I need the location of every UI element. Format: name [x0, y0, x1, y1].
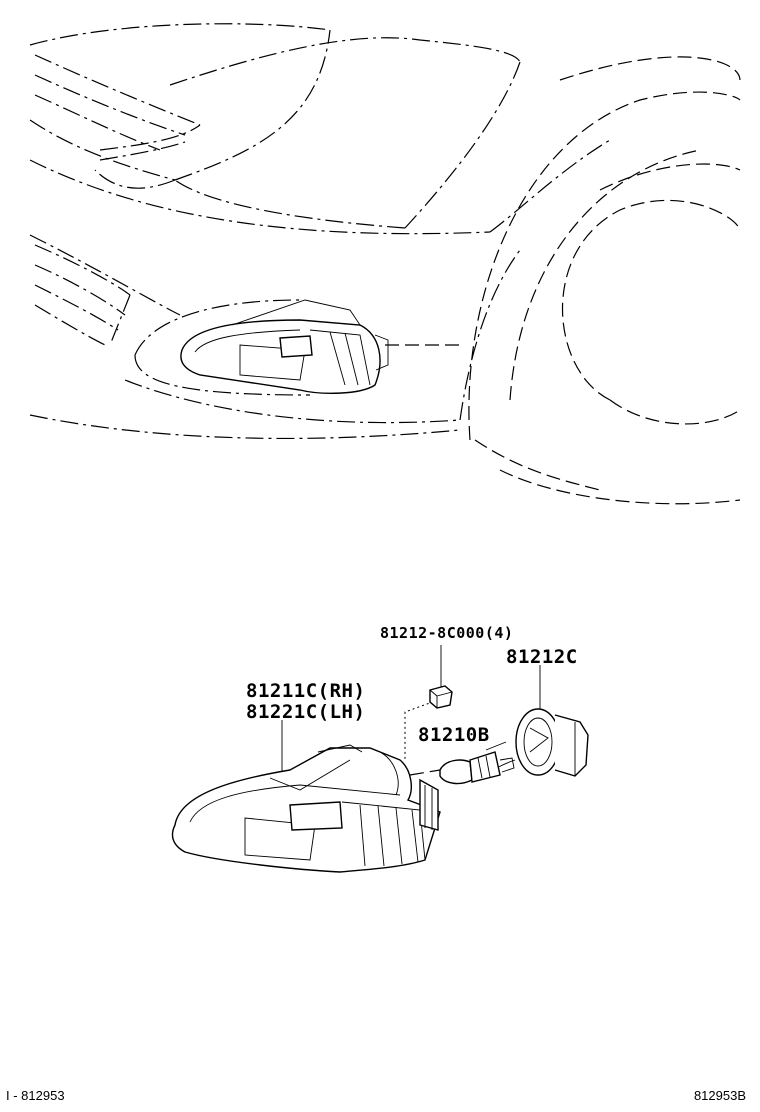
bulb-part [439, 751, 515, 785]
leader-lines [281, 645, 541, 780]
bolt-part [429, 685, 453, 709]
socket-part [489, 708, 589, 777]
diagram-id-left: I - 812953 [6, 1088, 65, 1103]
bulb-part-number: 81210B [418, 724, 490, 746]
bolt-part-number: 81212-8C000(4) [380, 624, 514, 642]
installed-fog-lamp [180, 299, 460, 394]
socket-part-number: 81212C [506, 646, 578, 668]
lamp-rh-part-number: 81211C(RH) [246, 680, 366, 702]
vehicle-outline [29, 23, 741, 505]
diagram-id-right: 812953B [693, 1088, 746, 1103]
fog-lamp-assembly [171, 744, 441, 873]
lamp-lh-part-number: 81221C(LH) [246, 701, 366, 723]
